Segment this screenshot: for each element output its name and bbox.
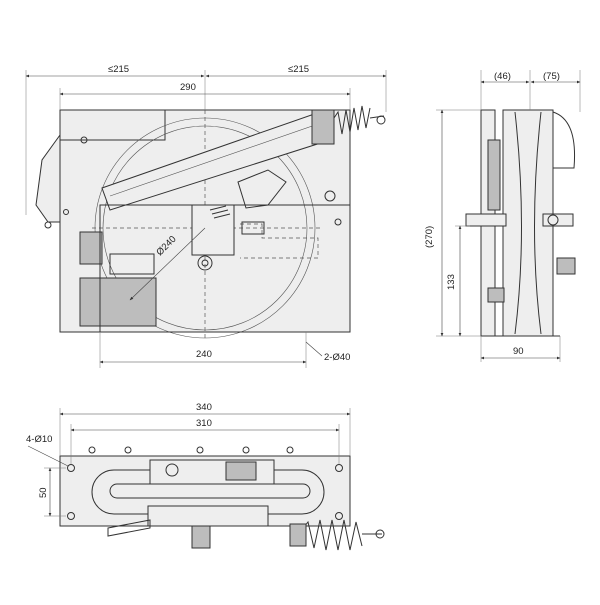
dim-base-width: 240 — [196, 349, 212, 360]
top-bolt — [88, 446, 96, 454]
side-block — [465, 213, 507, 227]
top-view: 340 310 4-Ø10 50 — [26, 402, 385, 551]
jaw-bolt — [324, 190, 336, 202]
top-bolt — [196, 446, 204, 454]
dim-upper-width: 290 — [180, 82, 196, 93]
mount-hole — [67, 464, 75, 472]
rope-groove — [109, 483, 311, 499]
leader-line — [27, 445, 69, 467]
lever-arm-inner — [109, 123, 319, 197]
plate-hole — [334, 218, 342, 226]
side-view: (46) (75) (270) 133 90 — [424, 70, 581, 362]
bracket-bolt — [44, 221, 52, 229]
label-block — [79, 231, 103, 265]
mount-hole — [335, 512, 343, 520]
trip-pin — [197, 255, 213, 271]
top-spring — [299, 519, 363, 551]
side-nut — [487, 287, 505, 303]
lower-nut — [191, 525, 211, 549]
top-bolt — [124, 446, 132, 454]
top-bolt — [286, 446, 294, 454]
lower-plate — [99, 204, 351, 333]
top-bolt — [242, 446, 250, 454]
upper-plate — [59, 109, 166, 141]
dim-left-half: ≤215 — [108, 64, 129, 75]
pawl-spring — [209, 205, 231, 219]
front-view: ≤215 ≤215 290 Ø240 240 2-Ø40 — [25, 64, 387, 368]
plate-bolt — [80, 136, 88, 144]
side-nut — [556, 257, 576, 275]
dim-hole-spacing: 310 — [196, 418, 212, 429]
dim-total-height: (270) — [424, 226, 435, 248]
guide-slot — [241, 221, 265, 235]
dim-line — [129, 227, 206, 301]
spring-end — [375, 529, 385, 539]
jaw-link — [240, 223, 319, 259]
dim-right-half: ≤215 — [288, 64, 309, 75]
dim-height: 133 — [446, 274, 457, 290]
dim-height: 50 — [38, 487, 49, 498]
dim-holes: 4-Ø10 — [26, 434, 52, 445]
plate-bolt — [63, 209, 69, 215]
left-bracket — [35, 133, 61, 223]
cover-arc — [552, 111, 576, 169]
leader-line — [305, 341, 323, 357]
dim-right-offset: (75) — [543, 71, 560, 82]
lower-mechanism — [147, 505, 269, 527]
lever-tab — [107, 519, 151, 537]
tension-spring — [311, 105, 386, 145]
jaw — [237, 169, 287, 209]
dim-total-length: 340 — [196, 402, 212, 413]
label-block — [79, 277, 157, 327]
mechanism-hub — [165, 463, 179, 477]
spring-housing — [289, 523, 307, 547]
dim-mount-holes: 2-Ø40 — [324, 352, 350, 363]
label-block — [109, 253, 155, 275]
dim-width: 90 — [513, 346, 524, 357]
sheave-rim — [514, 111, 542, 335]
side-bolt — [547, 214, 559, 226]
mount-hole — [335, 464, 343, 472]
dim-left-offset: (46) — [494, 71, 511, 82]
mechanism-block — [225, 461, 257, 481]
mount-hole — [67, 512, 75, 520]
trip-pin-inner — [201, 259, 209, 267]
side-spring — [487, 139, 501, 211]
trip-block — [191, 204, 235, 256]
